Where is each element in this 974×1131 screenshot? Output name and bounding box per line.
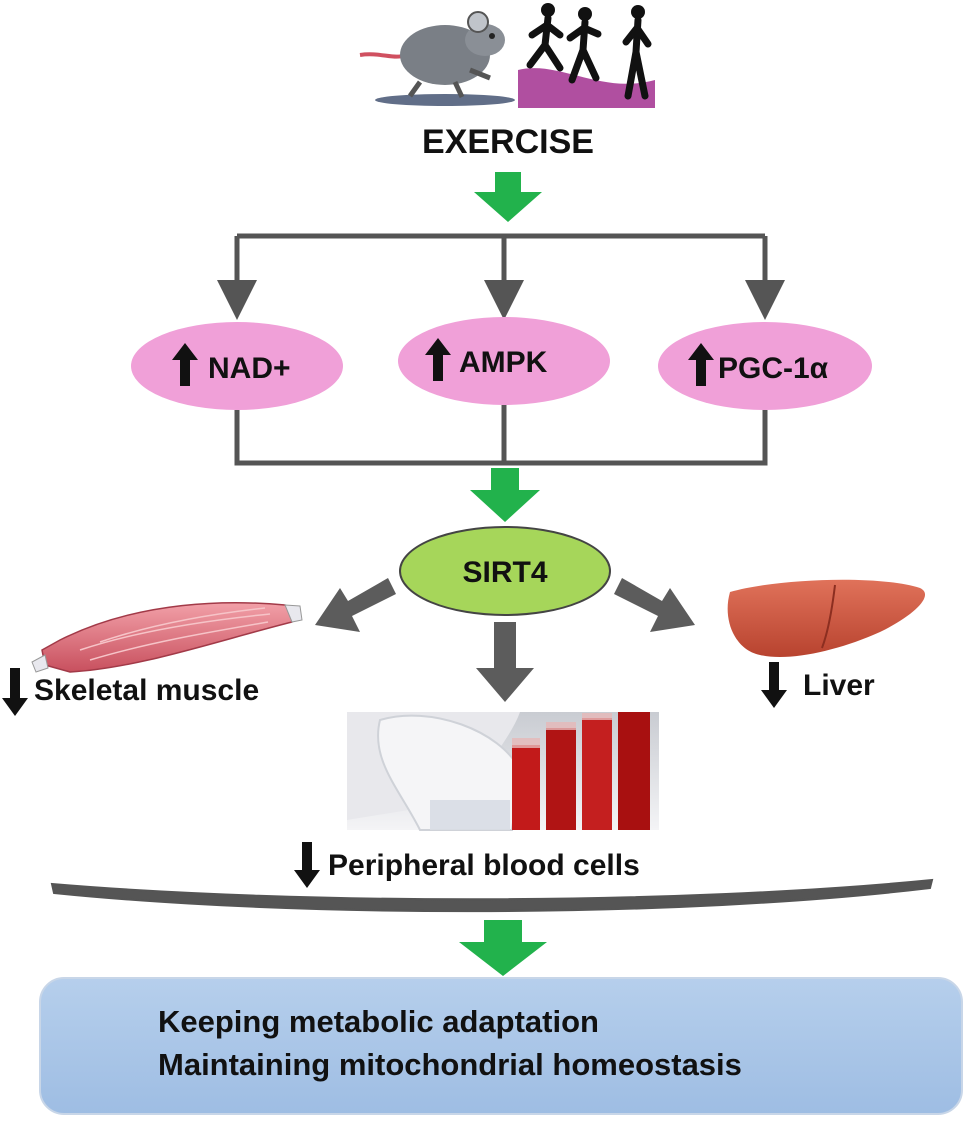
green-arrow-down-icon <box>470 468 540 522</box>
runners-silhouette-icon <box>518 3 655 108</box>
down-arrow-icon <box>761 662 787 708</box>
running-mouse-icon <box>359 11 515 106</box>
merge-connector <box>234 405 768 466</box>
mediator-nad: NAD+ <box>131 322 343 410</box>
up-arrow-icon <box>425 338 451 381</box>
mediator-label: PGC-1α <box>718 352 829 385</box>
gray-arrow-right-icon <box>614 578 695 632</box>
split-connector <box>217 233 785 320</box>
muscle-icon <box>31 601 303 673</box>
mediator-label: AMPK <box>459 346 548 379</box>
target-peripheral-blood-cells: Peripheral blood cells <box>294 842 640 888</box>
gray-arrow-down-icon <box>476 622 534 702</box>
exercise-title: EXERCISE <box>422 123 594 161</box>
mediator-label: NAD+ <box>208 352 291 385</box>
green-arrow-down-icon <box>459 920 547 976</box>
down-arrow-icon <box>2 668 28 716</box>
up-arrow-icon <box>688 343 714 386</box>
sirt4-label: SIRT4 <box>462 556 547 589</box>
target-label: Liver <box>803 669 875 702</box>
convergence-bar <box>50 878 934 913</box>
sirt4-node: SIRT4 <box>399 526 611 616</box>
target-skeletal-muscle: Skeletal muscle <box>2 668 259 716</box>
up-arrow-icon <box>172 343 198 386</box>
mediator-ampk: AMPK <box>398 317 610 405</box>
blood-tubes-image <box>347 712 659 831</box>
target-label: Skeletal muscle <box>34 674 259 707</box>
green-arrow-down-icon <box>474 172 542 222</box>
outcome-line: Keeping metabolic adaptation <box>158 1004 599 1039</box>
outcome-box: Keeping metabolic adaptation Maintaining… <box>39 977 963 1115</box>
gray-arrow-left-icon <box>315 578 396 632</box>
mediator-pgc1a: PGC-1α <box>658 322 872 410</box>
target-label: Peripheral blood cells <box>328 849 640 882</box>
target-liver: Liver <box>761 662 875 708</box>
outcome-line: Maintaining mitochondrial homeostasis <box>158 1047 742 1082</box>
down-arrow-icon <box>294 842 320 888</box>
liver-icon <box>727 579 926 658</box>
